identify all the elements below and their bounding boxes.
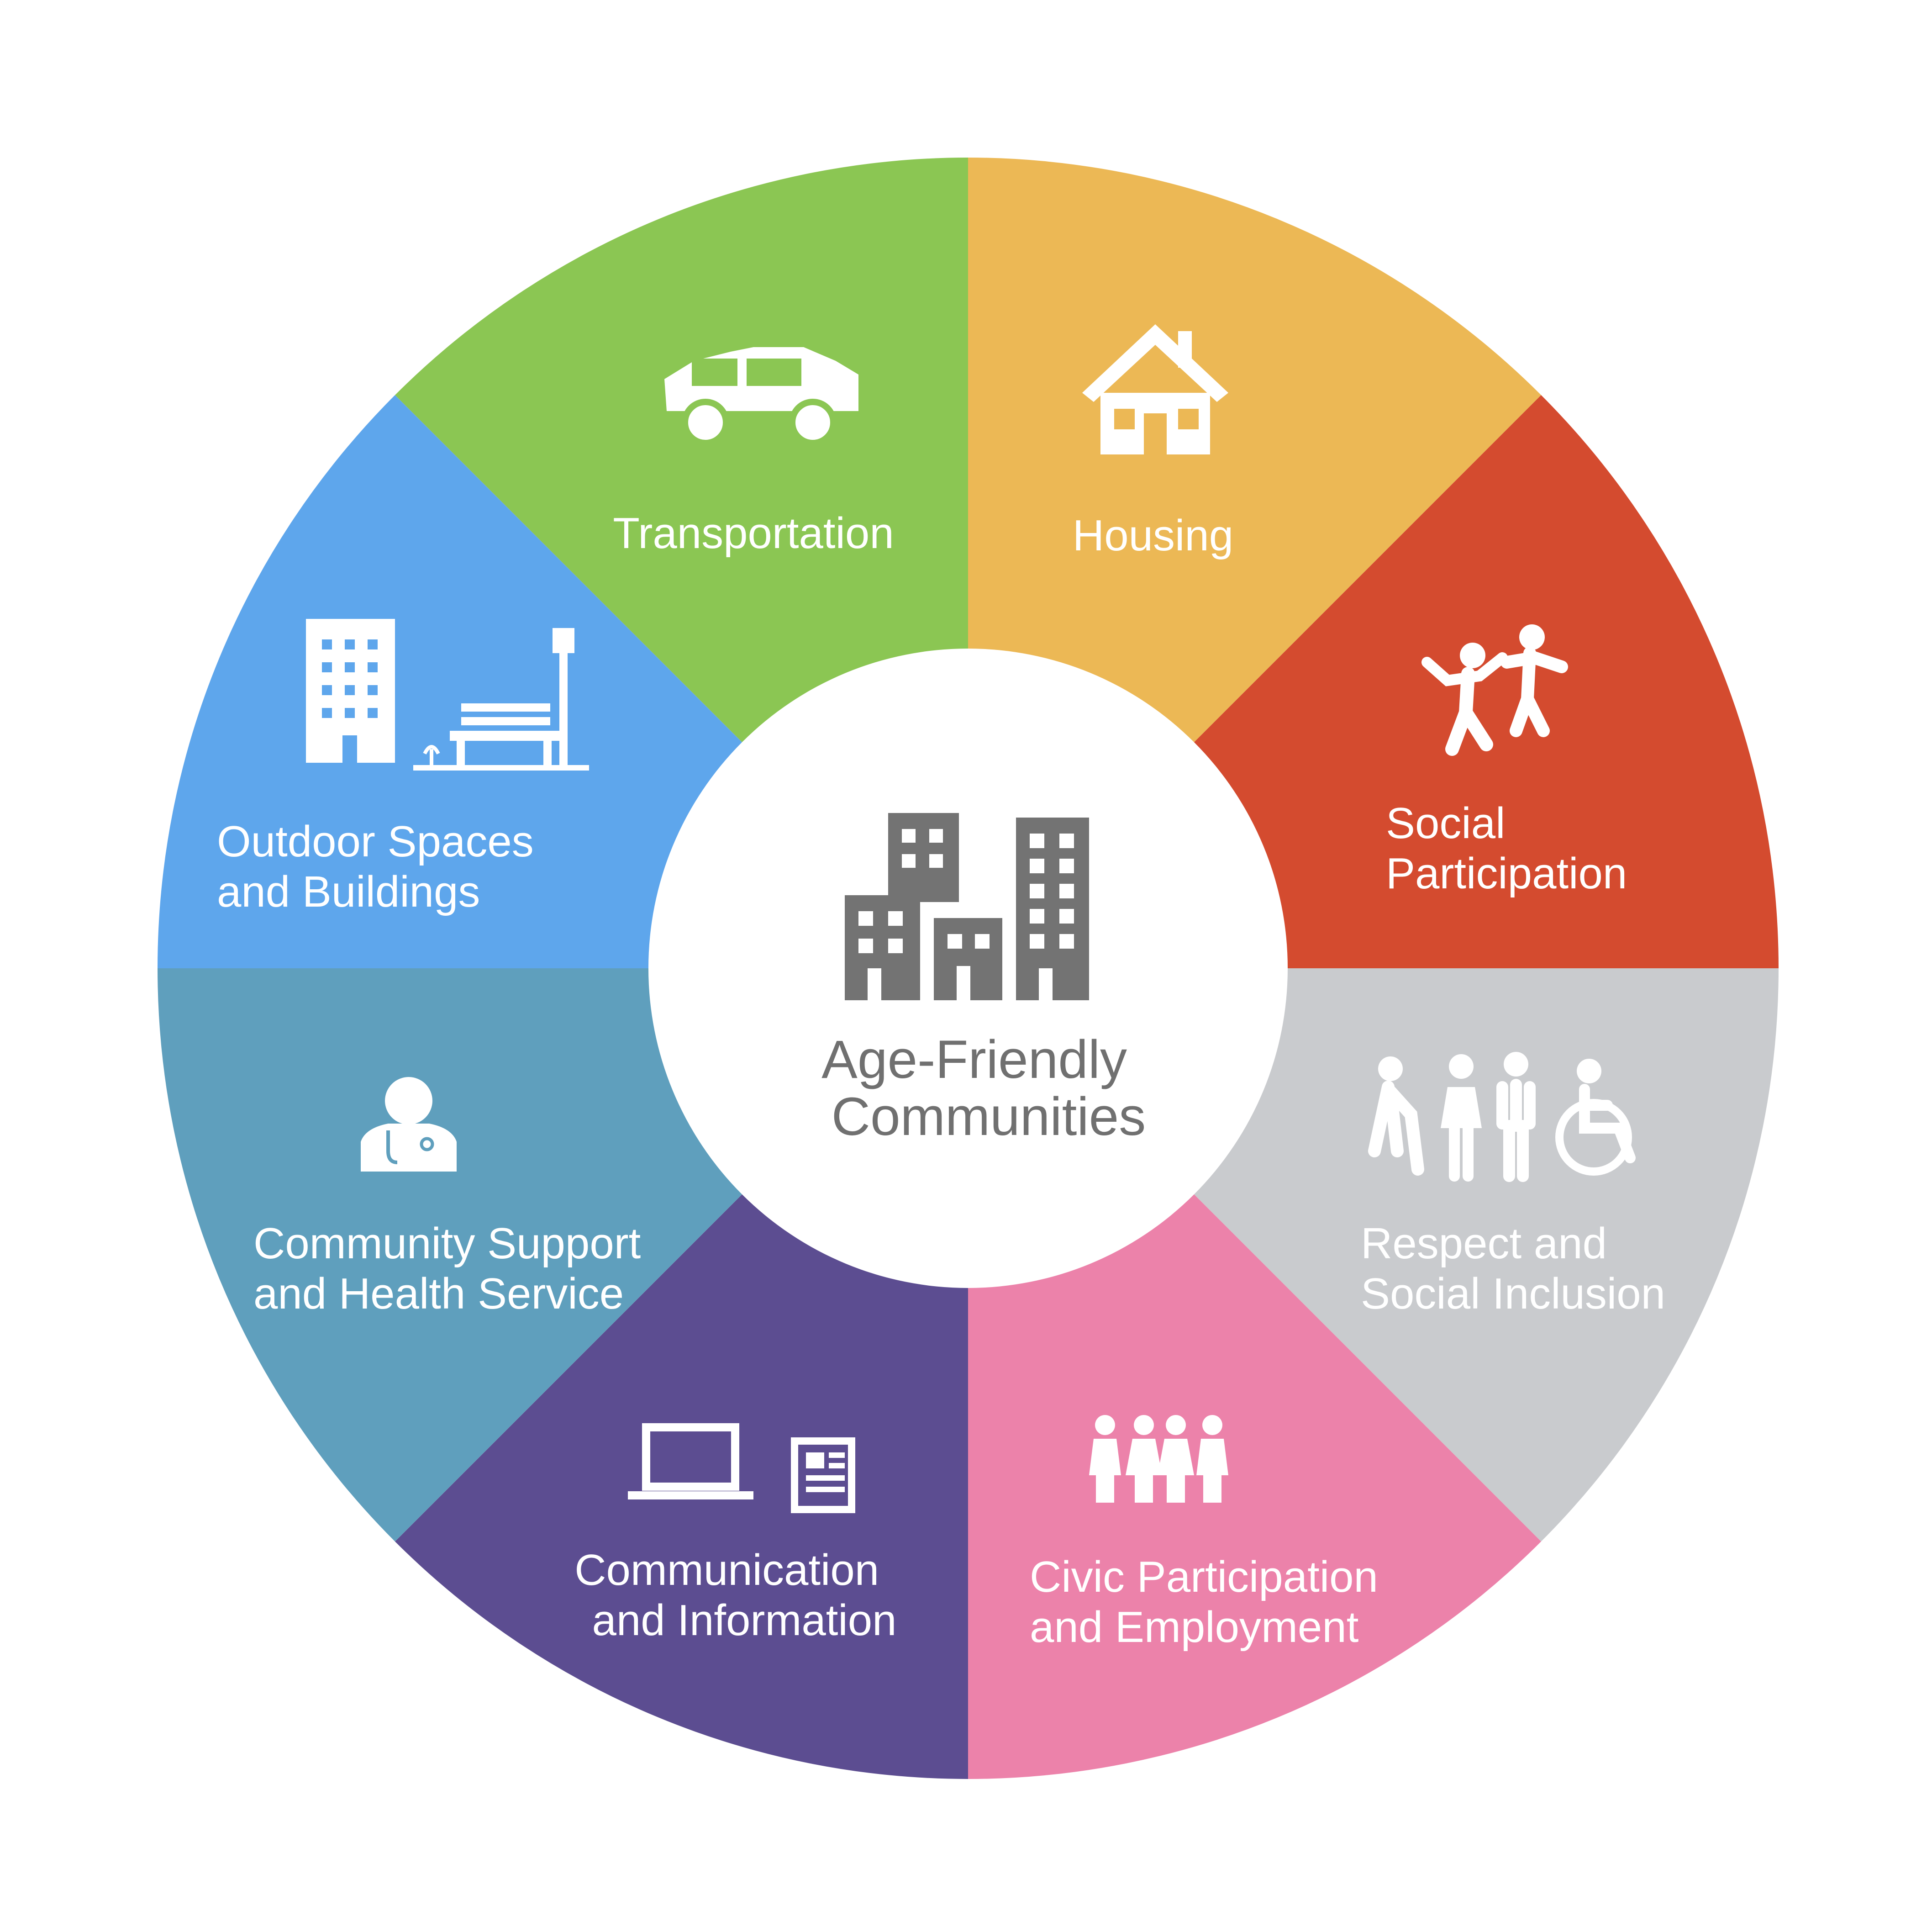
label-social-participation-line-2: Participation: [1386, 849, 1627, 898]
doctor-icon: [361, 1077, 457, 1172]
label-transportation: Transportation: [613, 509, 894, 558]
building-bench-icon: [306, 619, 589, 771]
label-communication-line-2: and Information: [592, 1596, 896, 1645]
label-social-participation-line-1: Social: [1386, 799, 1505, 848]
label-transportation-line-1: Transportation: [613, 509, 894, 558]
label-civic-participation-line-2: and Employment: [1030, 1603, 1358, 1652]
label-respect-inclusion: Respect and Social Inclusion: [1361, 1219, 1665, 1318]
label-community-support: Community Support and Health Service: [253, 1219, 653, 1318]
label-housing-line-1: Housing: [1073, 511, 1233, 560]
group-people-icon: [1089, 1415, 1228, 1503]
label-outdoor-spaces-line-1: Outdoor Spaces: [217, 817, 534, 866]
segment-labels: Transportation Housing Social Participat…: [217, 509, 1665, 1652]
label-respect-inclusion-line-2: Social Inclusion: [1361, 1269, 1665, 1318]
label-community-support-line-2: and Health Service: [253, 1269, 624, 1318]
label-outdoor-spaces-line-2: and Buildings: [217, 867, 480, 916]
house-icon: [1082, 324, 1228, 454]
laptop-newspaper-icon: [628, 1423, 855, 1513]
label-outdoor-spaces: Outdoor Spaces and Buildings: [217, 817, 546, 916]
diverse-people-icon: [1368, 1052, 1636, 1182]
car-icon: [664, 347, 858, 446]
city-buildings-icon: [845, 813, 1089, 1000]
label-housing: Housing: [1073, 511, 1233, 560]
center-title-line-2: Communities: [832, 1087, 1146, 1147]
label-communication: Communication and Information: [574, 1546, 896, 1645]
label-community-support-line-1: Community Support: [253, 1219, 641, 1268]
label-civic-participation: Civic Participation and Employment: [1030, 1552, 1390, 1652]
label-civic-participation-line-1: Civic Participation: [1030, 1552, 1378, 1601]
center-title: Age-Friendly Communities: [821, 1029, 1146, 1147]
label-respect-inclusion-line-1: Respect and: [1361, 1219, 1607, 1268]
label-communication-line-1: Communication: [574, 1546, 879, 1594]
center-title-line-1: Age-Friendly: [821, 1029, 1127, 1090]
label-social-participation: Social Participation: [1386, 799, 1627, 898]
dancing-people-icon: [1421, 624, 1568, 756]
